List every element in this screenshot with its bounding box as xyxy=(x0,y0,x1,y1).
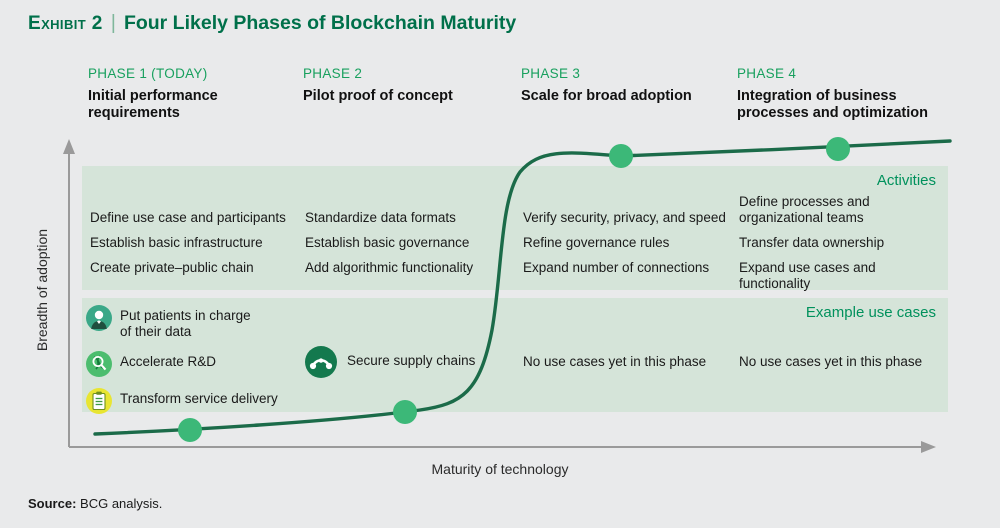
phase-header-2: PHASE 2 Pilot proof of concept xyxy=(303,66,503,105)
no-use-cases-label: No use cases yet in this phase xyxy=(523,354,707,369)
activity-item: Create private–public chain xyxy=(90,260,254,275)
phase-kicker-2: PHASE 2 xyxy=(303,66,363,81)
use-case-item: Secure supply chains xyxy=(305,346,515,378)
use-cases-column-1: Put patients in charge of their data Acc… xyxy=(86,305,301,425)
use-cases-column-4: No use cases yet in this phase xyxy=(739,354,954,369)
use-case-item: Accelerate R&D xyxy=(86,351,301,377)
title-separator: | xyxy=(110,12,116,34)
activity-item: Transfer data ownership xyxy=(739,235,885,250)
y-axis-label: Breadth of adoption xyxy=(34,228,50,352)
source-line: Source: BCG analysis. xyxy=(28,496,162,511)
activity-item: Refine governance rules xyxy=(523,235,670,250)
activity-item: Define processes and organizational team… xyxy=(739,194,870,225)
use-case-label: Put patients in charge of their data xyxy=(120,308,251,339)
activities-column-2: Standardize data formats Establish basic… xyxy=(305,210,515,285)
use-case-label: Secure supply chains xyxy=(347,353,476,368)
activities-column-4: Define processes and organizational team… xyxy=(739,194,954,301)
clipboard-icon xyxy=(86,388,112,414)
use-case-label: Accelerate R&D xyxy=(120,354,217,369)
use-cases-column-3: No use cases yet in this phase xyxy=(523,354,738,369)
activity-item: Define use case and participants xyxy=(90,210,286,225)
activities-column-3: Verify security, privacy, and speed Refi… xyxy=(523,210,735,285)
use-case-label: Transform service delivery xyxy=(120,391,278,406)
use-cases-band-label: Example use cases xyxy=(805,304,936,321)
phase-title-4: Integration of business processes and op… xyxy=(737,88,928,121)
activity-item: Standardize data formats xyxy=(305,210,456,225)
use-cases-column-2: Secure supply chains xyxy=(305,346,515,389)
activity-item: Expand use cases and functionality xyxy=(739,260,876,291)
use-case-item: Put patients in charge of their data xyxy=(86,305,301,340)
activity-item: Expand number of connections xyxy=(523,260,710,275)
use-case-item: Transform service delivery xyxy=(86,388,301,414)
phase-header-4: PHASE 4 Integration of business processe… xyxy=(737,66,952,122)
patient-icon xyxy=(86,305,112,331)
phase-header-1: PHASE 1 (TODAY) Initial performance requ… xyxy=(88,66,288,122)
curve-marker-phase-3 xyxy=(609,144,633,168)
phase-title-1: Initial performance requirements xyxy=(88,88,218,121)
source-text: BCG analysis. xyxy=(80,496,163,511)
phase-kicker-1: PHASE 1 (TODAY) xyxy=(88,66,208,81)
curve-marker-phase-4 xyxy=(826,137,850,161)
phase-kicker-4: PHASE 4 xyxy=(737,66,797,81)
exhibit-title-kicker: Exhibit 2 xyxy=(28,13,103,34)
activity-item: Add algorithmic functionality xyxy=(305,260,474,275)
exhibit-title-main: Four Likely Phases of Blockchain Maturit… xyxy=(123,12,517,34)
x-axis-arrow xyxy=(921,441,936,453)
y-axis-arrow xyxy=(63,139,75,154)
activity-item: Establish basic infrastructure xyxy=(90,235,263,250)
phase-title-2: Pilot proof of concept xyxy=(303,88,453,104)
activities-band-label: Activities xyxy=(876,172,936,189)
activity-item: Verify security, privacy, and speed xyxy=(523,210,726,225)
activities-column-1: Define use case and participants Establi… xyxy=(90,210,300,285)
phase-kicker-3: PHASE 3 xyxy=(521,66,581,81)
phase-title-3: Scale for broad adoption xyxy=(521,88,692,104)
exhibit-title: Exhibit 2 | Four Likely Phases of Blockc… xyxy=(28,12,516,35)
activity-item: Establish basic governance xyxy=(305,235,470,250)
supply-chain-icon xyxy=(305,346,337,378)
dna-research-icon xyxy=(86,351,112,377)
source-label: Source: xyxy=(28,496,77,511)
phase-header-3: PHASE 3 Scale for broad adoption xyxy=(521,66,731,105)
no-use-cases-label: No use cases yet in this phase xyxy=(739,354,923,369)
x-axis-label: Maturity of technology xyxy=(431,461,569,477)
